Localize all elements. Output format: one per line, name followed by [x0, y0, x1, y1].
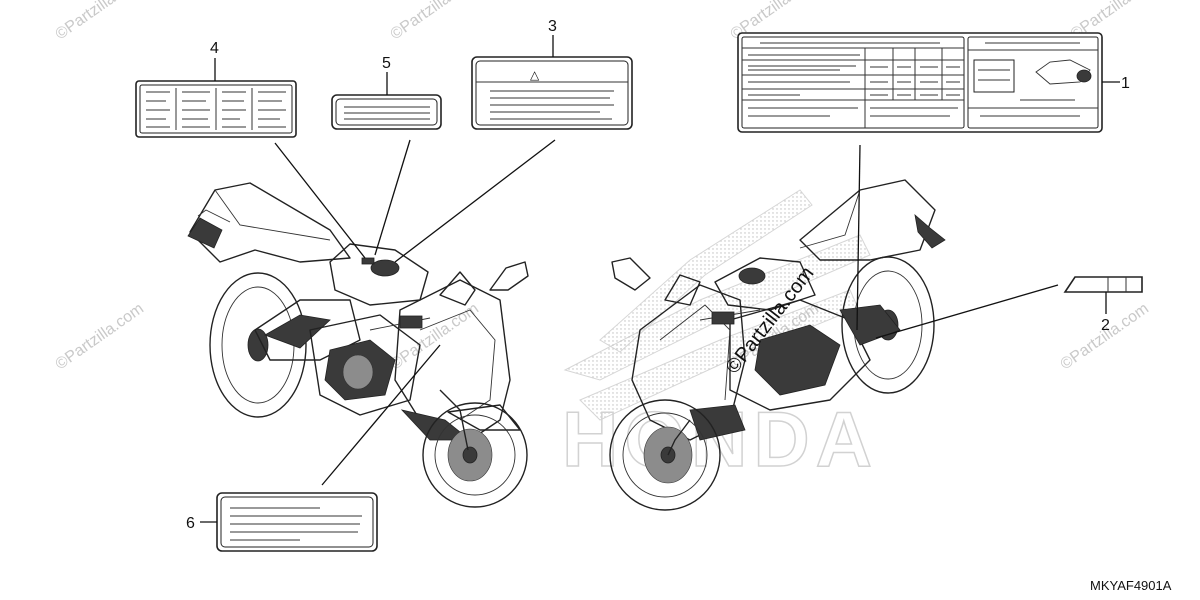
callout-4: 4	[210, 40, 219, 57]
watermark: ©Partzilla.com	[53, 300, 147, 373]
label-4-icon	[135, 80, 297, 138]
label-6-icon	[216, 492, 378, 552]
leader-lines	[200, 35, 1120, 523]
honda-wing-logo: HONDA	[561, 189, 873, 484]
watermark: ©Partzilla.com	[1058, 300, 1152, 373]
label-3-icon: △	[471, 56, 633, 130]
label-2-icon	[1063, 276, 1143, 293]
callout-3: 3	[548, 18, 557, 35]
callout-numbers: 1 2 3 4 5 6	[186, 18, 1130, 532]
motorcycle-right-view	[609, 179, 946, 511]
warning-triangle-icon: △	[530, 68, 540, 82]
watermark: ©Partzilla.com	[388, 0, 482, 43]
label-1-icon	[737, 32, 1103, 133]
callout-1: 1	[1121, 75, 1130, 92]
diagram-code: MKYAF4901A	[1090, 578, 1172, 593]
watermark: ©Partzilla.com	[53, 0, 147, 43]
label-5-icon	[331, 94, 442, 130]
callout-5: 5	[382, 55, 391, 72]
callout-6: 6	[186, 515, 195, 532]
callout-2: 2	[1101, 317, 1110, 334]
motorcycle-left-view	[187, 182, 529, 508]
